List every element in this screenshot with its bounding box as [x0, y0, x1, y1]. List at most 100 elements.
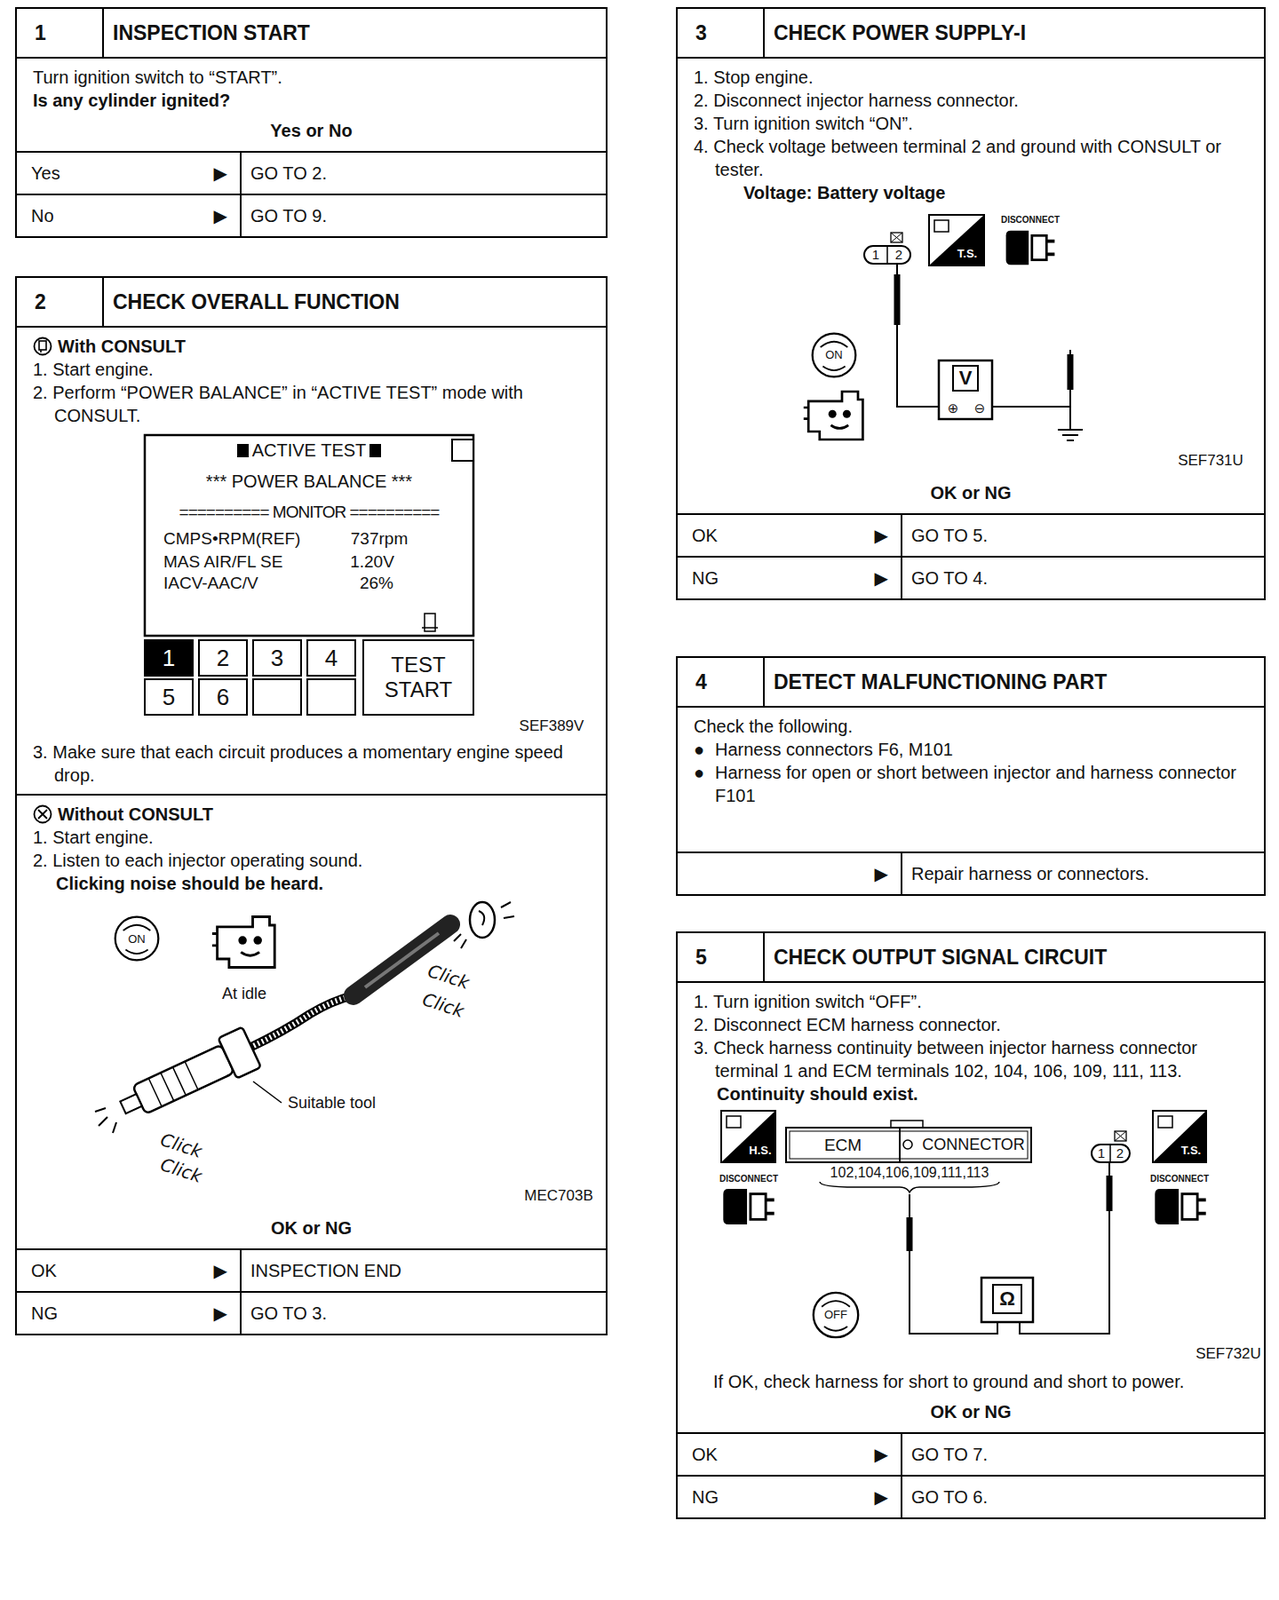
result-row: OK ▶ INSPECTION END	[16, 1248, 606, 1292]
bullet-row: ●Harness for open or short between injec…	[693, 761, 1248, 808]
figure-label: 3	[270, 645, 284, 672]
figure-label: T.S.	[957, 247, 978, 261]
instruction-text: Is any cylinder ignited?	[32, 88, 590, 112]
result-row: OK▶GO TO 5.	[677, 513, 1264, 557]
result-cell: GO TO 9.	[241, 195, 327, 237]
instruction-text: 2. Disconnect ECM harness connector.	[693, 1013, 1248, 1037]
instruction-text: OK or NG	[32, 1216, 590, 1240]
injector-sound-figure: ONAt idleClickClickClickClickSuitable to…	[16, 898, 606, 1210]
result-cell: GO TO 3.	[241, 1293, 327, 1335]
instruction-text: 3. Turn ignition switch “ON”.	[693, 111, 1248, 136]
result-cell: NG ▶	[16, 1293, 242, 1335]
result-cell: No▶	[16, 195, 242, 237]
figure-label: ECM	[824, 1136, 862, 1156]
instruction-text: If OK, check harness for short to ground…	[693, 1370, 1248, 1394]
arrow-mark: ▶	[874, 863, 889, 885]
step-title-cell: CHECK OVERALL FUNCTION	[103, 278, 400, 326]
figure-label: DISCONNECT	[719, 1174, 779, 1184]
result-row: NG ▶ GO TO 6.	[677, 1475, 1264, 1518]
result-row: NG▶GO TO 4.	[677, 556, 1264, 599]
figure-label: SEF732U	[1195, 1346, 1262, 1364]
result-cell: OK ▶	[677, 1434, 903, 1476]
result-action: GO TO 4.	[911, 568, 988, 589]
step-title: CHECK OUTPUT SIGNAL CIRCUIT	[773, 945, 1107, 970]
figure-label: ACTIVE TEST	[252, 440, 367, 461]
result-condition: Yes	[31, 163, 61, 184]
step-title-cell: CHECK POWER SUPPLY-I	[764, 8, 1026, 57]
instruction-text: OK or NG	[693, 481, 1248, 505]
figure-label: OFF	[824, 1309, 848, 1322]
step-header: 2 CHECK OVERALL FUNCTION	[16, 278, 606, 328]
instruction-text: 1. Start engine.	[32, 357, 590, 382]
arrow-mark: ▶	[214, 1302, 228, 1325]
arrow-mark: ▶	[874, 567, 889, 589]
figure-label: SEF731U	[1177, 452, 1244, 470]
figure-label: 2	[1116, 1146, 1124, 1162]
result-action: Repair harness or connectors.	[911, 864, 1150, 885]
step-number-cell: 3	[677, 8, 765, 57]
instruction-text: 3. Make sure that each circuit produces …	[32, 740, 590, 787]
instruction-text: 2. Listen to each injector operating sou…	[32, 849, 590, 873]
section-heading-row: With CONSULT	[32, 334, 590, 358]
result-cell: Yes▶	[16, 152, 242, 194]
step-header: 4DETECT MALFUNCTIONING PART	[677, 658, 1264, 708]
step-title-cell: DETECT MALFUNCTIONING PART	[764, 658, 1107, 707]
result-cell: GO TO 6.	[902, 1477, 988, 1518]
step-box: 4DETECT MALFUNCTIONING PARTCheck the fol…	[675, 656, 1266, 897]
instruction-text: Harness connectors F6, M101	[714, 738, 954, 762]
figure-label: 4	[325, 645, 338, 672]
result-condition: OK	[691, 1445, 718, 1466]
step-number: 2	[34, 290, 47, 315]
section-heading-row: Without CONSULT	[32, 802, 590, 827]
result-condition: OK	[31, 1261, 57, 1282]
result-action: GO TO 2.	[250, 163, 327, 184]
figure-label: 2	[216, 645, 230, 672]
step-box: 3CHECK POWER SUPPLY-I1. Stop engine.2. D…	[675, 7, 1266, 601]
result-condition: NG	[691, 1487, 719, 1509]
instruction-text: 1. Turn ignition switch “OFF”.	[693, 990, 1248, 1014]
figure-label: *** POWER BALANCE ***	[206, 471, 413, 492]
result-condition: OK	[691, 525, 718, 547]
instruction-text: Yes or No	[32, 119, 590, 143]
figure-label: Click	[420, 989, 467, 1022]
step-box: 5 CHECK OUTPUT SIGNAL CIRCUIT 1. Turn igni…	[675, 931, 1266, 1520]
figure-label: Click	[425, 961, 472, 994]
section-heading: Without CONSULT	[57, 802, 214, 827]
step-title-cell: INSPECTION START	[103, 8, 310, 57]
figure-label: Ω	[999, 1288, 1016, 1311]
step-box: 1INSPECTION STARTTurn ignition switch to…	[15, 7, 608, 239]
arrow-mark: ▶	[214, 1260, 228, 1282]
step-header: 1INSPECTION START	[16, 8, 606, 59]
arrow-mark: ▶	[874, 1486, 889, 1509]
continuity-check-figure: H.S.DISCONNECTECMCONNECTOR102,104,106,10…	[677, 1109, 1264, 1367]
result-row: ▶ Repair harness or connectors.	[677, 851, 1264, 895]
instruction-text: 2. Perform “POWER BALANCE” in “ACTIVE TE…	[32, 381, 590, 428]
result-cell: INSPECTION END	[241, 1250, 402, 1292]
arrow-mark: ▶	[874, 1444, 889, 1466]
bullet-row: ●Harness connectors F6, M101	[693, 738, 1248, 762]
instruction-text: Voltage: Battery voltage	[693, 181, 1248, 205]
result-action: GO TO 6.	[911, 1487, 988, 1509]
result-row: NG ▶ GO TO 3.	[16, 1291, 606, 1335]
result-cell: OK ▶	[16, 1250, 242, 1292]
instruction-text: Continuity should exist.	[693, 1082, 1248, 1106]
step-body: Check the following.●Harness connectors …	[677, 707, 1264, 852]
step-body: Turn ignition switch to “START”.Is any c…	[16, 58, 606, 151]
instruction-text: Harness for open or short between inject…	[714, 761, 1248, 808]
figure-label: 6	[216, 684, 230, 711]
instruction-text: 2. Disconnect injector harness connector…	[693, 88, 1248, 112]
step-header: 3CHECK POWER SUPPLY-I	[677, 8, 1264, 59]
step-body: With CONSULT1. Start engine.2. Perform “…	[16, 327, 606, 1249]
result-condition: NG	[31, 1303, 58, 1325]
figure-label: 2	[895, 247, 903, 263]
figure-label: ON	[127, 933, 146, 946]
step-number-cell: 5	[677, 933, 765, 982]
instruction-text: Turn ignition switch to “START”.	[32, 65, 590, 89]
figure-label: IACV-AAC/V	[163, 574, 259, 594]
result-cell: ▶	[677, 853, 903, 895]
instruction-text: Clicking noise should be heard.	[32, 872, 590, 896]
figure-label: MEC703B	[524, 1188, 593, 1206]
voltage-check-figure: 12T.S.DISCONNECTONV⊕⊖SEF731U	[677, 207, 1264, 475]
figure-label: MAS AIR/FL SE	[163, 553, 283, 572]
